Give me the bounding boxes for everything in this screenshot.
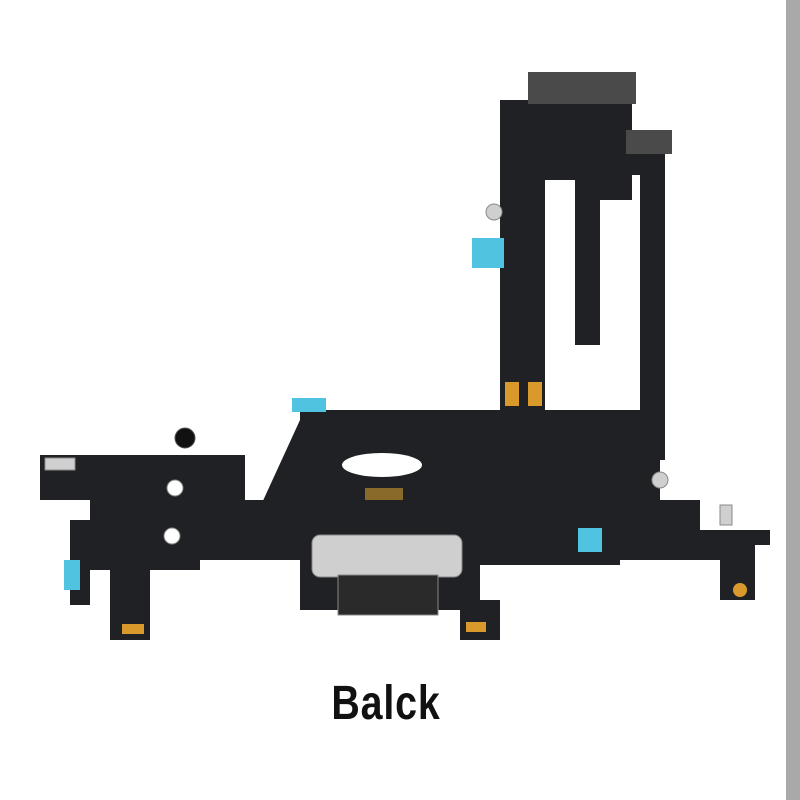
blue-tape	[64, 238, 602, 590]
gold-contacts	[122, 382, 542, 634]
connector-chip	[365, 488, 403, 500]
metal-brackets	[44, 203, 733, 616]
image-edge-bar	[786, 0, 800, 800]
color-caption: Balck	[331, 677, 441, 730]
stiffener-plates	[528, 72, 672, 154]
lightning-port-icon	[311, 534, 463, 578]
microphone-component	[174, 427, 196, 449]
cable-cutout	[342, 453, 422, 477]
ground-contact	[733, 583, 747, 597]
